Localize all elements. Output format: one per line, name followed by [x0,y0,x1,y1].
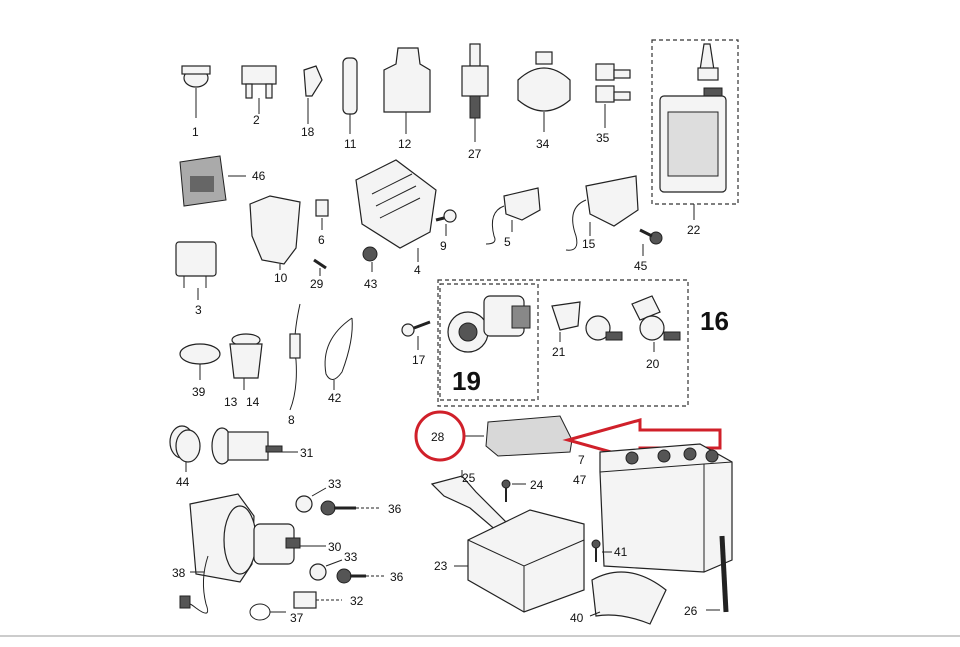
label-24: 24 [530,478,544,492]
part-23-tray [454,509,585,613]
label-11: 11 [344,137,357,151]
part-36-bolt-lower [336,568,386,584]
label-37: 37 [290,611,304,625]
label-28: 28 [431,430,445,444]
label-3: 3 [195,303,202,317]
label-34: 34 [536,137,550,151]
label-9: 9 [440,239,447,253]
part-24-screw [501,479,526,502]
label-33-lower: 33 [344,550,358,564]
label-26: 26 [684,604,698,618]
label-39: 39 [192,385,206,399]
part-33-washer-lower [309,559,343,581]
label-38: 38 [172,566,186,580]
part-34-reservoir [517,51,571,132]
part-42-cable-tie [324,317,353,390]
part-5-sensor [485,187,541,245]
highlight-circle [414,410,466,462]
part-27-switch [461,43,489,142]
label-10: 10 [274,271,288,285]
part-43-nut [362,246,378,272]
label-4: 4 [414,263,421,277]
label-19: 19 [452,366,481,396]
part-12-boot [383,47,431,134]
part-45-screw [639,228,663,256]
part-16-group-box [437,279,689,407]
part-29-screw [313,258,327,276]
part-7-battery [599,443,733,573]
part-17-screw [401,320,431,350]
part-6-clip [315,199,329,230]
part-13-14-socket [229,333,263,390]
part-3-relay [175,241,217,300]
label-44: 44 [176,475,190,489]
label-17: 17 [412,353,426,367]
part-22-oil-can-group [651,39,739,220]
part-40-pad [589,571,667,625]
label-16: 16 [700,306,729,336]
part-4-regulator [355,159,437,262]
label-22: 22 [687,223,701,237]
part-11-tube [342,57,358,134]
part-35-connector [595,63,631,128]
label-1: 1 [192,125,199,139]
part-33-washer-upper [295,487,327,513]
part-41-screw [591,539,612,562]
part-26-hose [706,535,729,613]
label-41: 41 [614,545,628,559]
label-40: 40 [570,611,584,625]
part-36-bolt-upper [320,500,380,516]
part-1-clip [181,65,211,118]
label-45: 45 [634,259,648,273]
part-32-connector [293,591,342,609]
label-30: 30 [328,540,342,554]
part-28-foam [464,415,573,457]
label-27: 27 [468,147,482,161]
label-15: 15 [582,237,596,251]
label-8: 8 [288,413,295,427]
part-15-sensor [565,175,639,251]
part-31-starter-gear [211,427,298,465]
label-32: 32 [350,594,364,608]
label-47: 47 [573,473,587,487]
part-19-group-box [439,283,539,401]
label-13: 13 [224,395,238,409]
part-8-wire [289,303,301,411]
part-46-relay-cover [179,155,246,207]
part-30-starter-motor [189,493,326,583]
part-19-ignition [447,295,531,353]
label-29: 29 [310,277,324,291]
part-20-lock [631,295,681,352]
label-33-upper: 33 [328,477,342,491]
part-39-clamp [179,343,221,380]
label-46: 46 [252,169,266,183]
part-38-wire [179,555,209,614]
part-9-bolt [435,209,457,236]
label-36-lower: 36 [390,570,404,584]
label-21: 21 [552,345,566,359]
label-25: 25 [462,471,476,485]
label-36-upper: 36 [388,502,402,516]
label-35: 35 [596,131,610,145]
part-44-boot [169,425,201,472]
label-43: 43 [364,277,378,291]
label-23: 23 [434,559,448,573]
label-5: 5 [504,235,511,249]
part-18-clip [303,65,323,124]
label-42: 42 [328,391,342,405]
label-2: 2 [253,113,260,127]
part-21-lock [551,301,623,342]
label-12: 12 [398,137,412,151]
part-37-oring [249,603,286,621]
part-2-fuse [241,65,277,114]
label-20: 20 [646,357,660,371]
label-18: 18 [301,125,315,139]
label-6: 6 [318,233,325,247]
label-7: 7 [578,453,585,467]
part-10-bracket [249,195,301,270]
label-14: 14 [246,395,260,409]
label-31: 31 [300,446,314,460]
